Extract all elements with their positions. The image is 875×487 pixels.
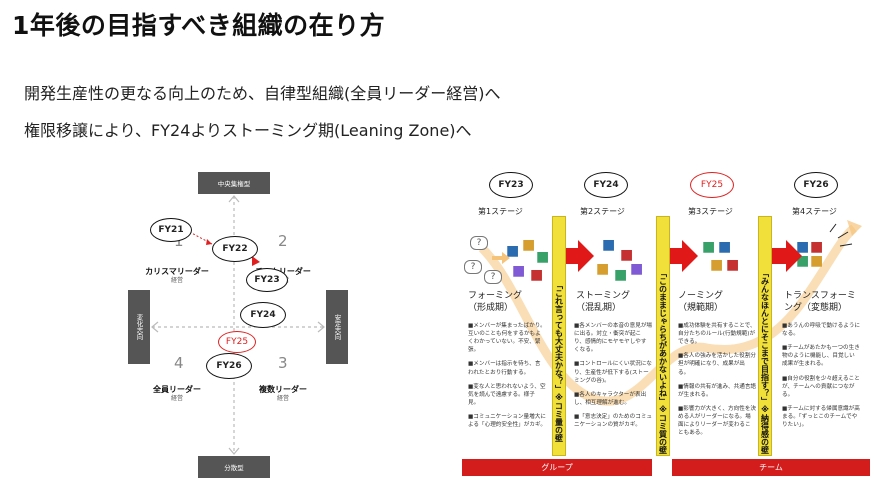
bullet: ■成功体験を共有することで、自分たちのルール(行動規範)ができる。 <box>678 323 756 346</box>
oval-fy26: FY26 <box>206 353 252 379</box>
footer-team-bar: チーム <box>672 459 870 476</box>
stage-name-2-sub: （混乱期） <box>576 303 622 314</box>
wall-bar-2: 「このままじゃらちがあかないよね」※コミ質の壁 <box>656 216 670 456</box>
bullet: ■チームに対する帰属意識が高まる。「ずっとこのチームでやりたい」。 <box>782 405 860 429</box>
oval-fy22: FY22 <box>212 236 258 262</box>
puzzle-piece-icon: ■ <box>810 253 824 269</box>
puzzle-piece-icon: ■ <box>506 243 520 259</box>
quadrant-3-label: 複数リーダー 経営 <box>248 385 318 403</box>
wall-bar-1: 「これ言っても大丈夫かな？」※コミ量の壁 <box>552 216 566 456</box>
bullet: ■情報の共有が進み、共通言語が生まれる。 <box>678 383 757 398</box>
puzzle-piece-icon: ■ <box>630 261 644 277</box>
oval-fy23: FY23 <box>246 268 288 292</box>
stage-label-4: 第4ステージ <box>792 207 837 216</box>
stage-name-3-main: ノーミング <box>678 291 724 301</box>
puzzle-piece-icon: ■ <box>796 239 810 255</box>
quadrant-4-label: 全員リーダー 経営 <box>142 385 212 403</box>
stage-name-1: フォーミング （形成期） <box>468 290 522 314</box>
bullet: ■各人の強みを活かした役割分担が明確になり、成果が出る。 <box>678 353 757 376</box>
question-bubble-icon: ? <box>484 270 502 284</box>
puzzle-piece-icon: ■ <box>718 239 732 255</box>
fy-badge-3: FY25 <box>690 172 734 198</box>
stage-name-3: ノーミング （規範期） <box>678 290 723 314</box>
quadrant-3-title: 複数リーダー <box>259 385 307 394</box>
bullet: ■チームがあたかも一つの生き物のように機能し、目覚しい成果が生まれる。 <box>782 345 860 368</box>
puzzle-piece-icon: ■ <box>796 253 810 269</box>
quadrant-3-number: 3 <box>278 354 288 372</box>
quadrant-4-number: 4 <box>174 354 184 372</box>
stage-name-4-main: トランスフォーミ <box>784 291 856 301</box>
growth-curve <box>478 224 858 406</box>
axis-right-label: 安定志向 <box>326 290 348 364</box>
bullet: ■自分の役割を少々超えることが、チームへの貢献につながる。 <box>782 375 860 398</box>
quadrant-1-label: カリスマリーダー 経営 <box>142 267 212 285</box>
stage-bullets-2: ■各メンバーの本音の意見が場に出る。対立・衝突が起こり、感情的にモヤモヤしやすく… <box>574 322 652 435</box>
puzzle-piece-icon: ■ <box>602 237 616 253</box>
stage-graphics <box>478 220 862 406</box>
quadrant-4-title: 全員リーダー <box>153 385 201 394</box>
bullet: ■あうんの呼吸で動けるようになる。 <box>782 323 861 338</box>
fy-badge-2: FY24 <box>584 172 628 198</box>
stage-label-3: 第3ステージ <box>688 207 733 216</box>
stage-name-1-main: フォーミング <box>468 291 523 301</box>
bullet: ■「意志決定」のためのコミュニケーションの質がカギ。 <box>574 413 653 429</box>
slide-title: 1年後の目指すべき組織の在り方 <box>12 11 386 40</box>
puzzle-piece-icon: ■ <box>512 263 526 279</box>
quadrant-4-sub: 経営 <box>170 395 183 403</box>
bullet: ■メンバーが集まったばかり。互いのことも何をするかもよくわかっていない。不安、緊… <box>468 323 546 354</box>
quadrant-3-sub: 経営 <box>276 395 289 403</box>
puzzle-piece-icon: ■ <box>702 239 716 255</box>
puzzle-piece-icon: ■ <box>726 257 740 273</box>
puzzle-piece-icon: ■ <box>620 247 634 263</box>
bullet: ■影響力が大きく、方向性を決める人がリーダーになる。場面によりリーダーが変わるこ… <box>678 405 757 437</box>
stage-name-3-sub: （規範期） <box>678 303 724 314</box>
axis-left-label: 変化志向 <box>128 290 150 364</box>
stage-label-1: 第1ステージ <box>478 207 523 216</box>
axis-top-label: 中央集権型 <box>198 172 270 194</box>
bullet: ■コミュニケーション量増大による「心理的安全性」がカギ。 <box>468 413 546 429</box>
puzzle-piece-icon: ■ <box>810 239 824 255</box>
stage-name-4: トランスフォーミ ング（変態期） <box>784 290 856 314</box>
oval-fy25: FY25 <box>218 331 256 353</box>
quadrant-diagram: 中央集権型 分散型 変化志向 安定志向 1 2 3 4 カリスマリーダー 経営 … <box>128 170 348 480</box>
bullet: ■各メンバーの本音の意見が場に出る。対立・衝突が起こり、感情的にモヤモヤしやすく… <box>574 323 653 354</box>
fy-badge-4: FY26 <box>794 172 838 198</box>
oval-fy24: FY24 <box>240 302 286 328</box>
stage-name-1-sub: （形成期） <box>468 303 514 314</box>
question-bubble-icon: ? <box>464 260 482 274</box>
puzzle-piece-icon: ■ <box>596 261 610 277</box>
stage-name-2-main: ストーミング <box>576 291 631 301</box>
stage-bullets-4: ■あうんの呼吸で動けるようになる。 ■チームがあたかも一つの生き物のように機能し… <box>782 322 860 435</box>
stage-bullets-1: ■メンバーが集まったばかり。互いのことも何をするかもよくわかっていない。不安、緊… <box>468 322 546 435</box>
subtitle-line-1: 開発生産性の更なる向上のため、自律型組織(全員リーダー経営)へ <box>24 84 501 103</box>
puzzle-piece-icon: ■ <box>522 237 536 253</box>
quadrant-1-sub: 経営 <box>170 277 183 285</box>
fy-badge-1: FY23 <box>489 172 533 198</box>
bullet: ■各人のキャラクターが表出し、相互理解が進む。 <box>574 391 647 406</box>
stage-name-4-sub: ング（変態期） <box>784 303 848 314</box>
wall-bar-3: 「みんなほんとにそこまで目指す？」※納得感の壁 <box>758 216 772 456</box>
bullet: ■変な人と思われないよう、空気を読んで遠慮する。様子見。 <box>468 383 546 406</box>
quadrant-1-title: カリスマリーダー <box>145 267 209 276</box>
puzzle-piece-icon: ■ <box>530 267 544 283</box>
stage-diagram: FY23 FY24 FY25 FY26 第1ステージ 第2ステージ 第3ステージ… <box>462 168 870 482</box>
stage-label-2: 第2ステージ <box>580 207 625 216</box>
bullet: ■コントロールにくい状況になり、生産性が低下する(ストーミングの谷)。 <box>574 361 652 384</box>
puzzle-piece-icon: ■ <box>614 267 628 283</box>
quadrant-2-number: 2 <box>278 232 288 250</box>
stage-bullets-3: ■成功体験を共有することで、自分たちのルール(行動規範)ができる。 ■各人の強み… <box>678 322 756 443</box>
subtitle-line-2: 権限移譲により、FY24よりストーミング期(Leaning Zone)へ <box>24 121 472 140</box>
stage-name-2: ストーミング （混乱期） <box>576 290 630 314</box>
puzzle-piece-icon: ■ <box>536 249 550 265</box>
puzzle-piece-icon: ■ <box>710 257 724 273</box>
quadrant-axes <box>151 195 325 455</box>
bullet: ■メンバーは指示を待ち、言われたとおり行動する。 <box>468 361 541 376</box>
oval-fy21: FY21 <box>150 218 192 242</box>
footer-group-bar: グループ <box>462 459 652 476</box>
axis-bottom-label: 分散型 <box>198 456 270 478</box>
question-bubble-icon: ? <box>470 236 488 250</box>
